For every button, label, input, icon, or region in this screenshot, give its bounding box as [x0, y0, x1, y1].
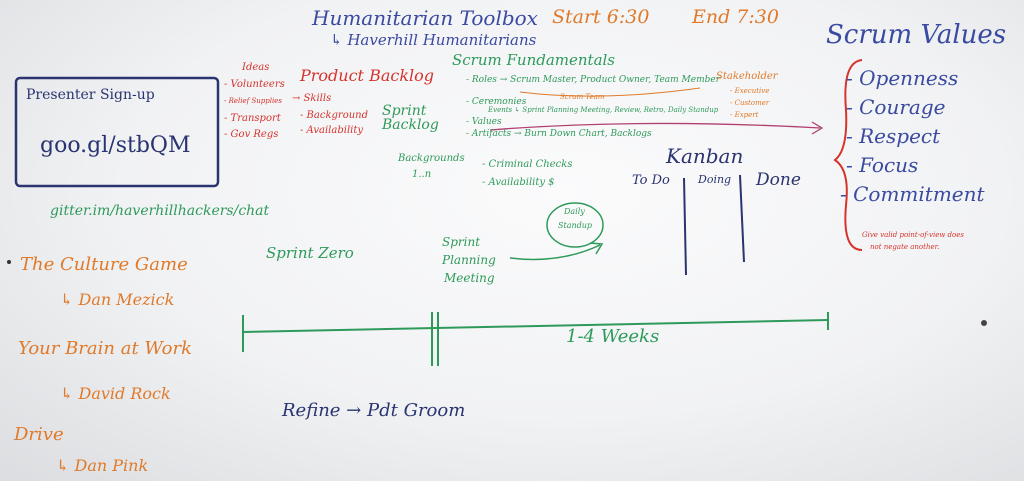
- ideas-item: - Relief Supplies: [224, 97, 282, 105]
- end-time: End 7:30: [692, 6, 779, 28]
- ideas-item: - Volunteers: [224, 79, 285, 90]
- board-title: Humanitarian Toolbox: [312, 6, 538, 30]
- backgrounds-range: 1..n: [412, 169, 432, 180]
- timeline-main: [242, 319, 829, 333]
- values-note: Give valid point-of-view does: [862, 231, 964, 239]
- ideas-item: - Transport: [224, 113, 281, 124]
- scrum-value: - Commitment: [840, 182, 985, 206]
- scrum-value: - Courage: [846, 95, 946, 119]
- values-note: not negate another.: [870, 243, 940, 251]
- stakeholder-title: Stakeholder: [716, 71, 778, 82]
- book-title: The Culture Game: [20, 254, 188, 275]
- signup-box: [14, 76, 220, 188]
- book-author: ↳ Dan Mezick: [60, 290, 175, 309]
- kanban-divider-1: [683, 177, 687, 276]
- backlog-item: → Skills: [292, 93, 332, 104]
- sprint-length-label: 1-4 Weeks: [566, 326, 660, 347]
- scrum-values-brace: [833, 59, 863, 251]
- standup-circle: [546, 202, 604, 248]
- backgrounds-label: Backgrounds: [398, 153, 465, 164]
- planning-label: Planning: [442, 253, 496, 267]
- kanban-divider-2: [739, 174, 745, 263]
- kanban-column: Doing: [698, 173, 732, 186]
- kanban-column: Done: [756, 170, 801, 190]
- product-backlog-title: Product Backlog: [300, 66, 435, 85]
- scrum-fundamentals-title: Scrum Fundamentals: [452, 51, 616, 69]
- signup-link: goo.gl/stbQM: [40, 133, 191, 158]
- chat-link: gitter.im/haverhillhackers/chat: [50, 203, 270, 219]
- sprint-zero-label: Sprint Zero: [266, 244, 354, 262]
- scrum-roles: - Roles → Scrum Master, Product Owner, T…: [466, 75, 721, 85]
- book-title: Drive: [14, 424, 64, 445]
- sprint-backlog: Sprint Backlog: [382, 103, 439, 133]
- book-author: ↳ Dan Pink: [56, 456, 149, 475]
- scrum-value: - Focus: [846, 153, 919, 177]
- planning-label: Meeting: [444, 271, 495, 285]
- backlog-item: - Background: [300, 110, 369, 121]
- standup-label: Daily: [564, 207, 585, 216]
- stakeholder-item: - Customer: [730, 99, 770, 107]
- scrum-team-label: Scrum Team: [560, 93, 605, 101]
- board-subtitle: ↳ Haverhill Humanitarians: [330, 31, 537, 49]
- ideas-item: - Gov Regs: [224, 129, 279, 140]
- scrum-events: Events ↳ Sprint Planning Meeting, Review…: [488, 106, 719, 114]
- scrum-value: - Openness: [846, 66, 959, 90]
- criminal-checks: - Criminal Checks: [482, 159, 573, 170]
- book-title: Your Brain at Work: [18, 338, 193, 359]
- planning-label: Sprint: [442, 235, 481, 249]
- scrum-value: - Respect: [846, 124, 941, 148]
- kanban-title: Kanban: [666, 144, 744, 168]
- availability-check: - Availability $: [482, 177, 555, 188]
- scrum-values-title: Scrum Values: [826, 20, 1007, 50]
- refine-label: Refine → Pdt Groom: [282, 400, 466, 421]
- scrum-values-link: - Values: [466, 117, 502, 127]
- kanban-column: To Do: [632, 173, 670, 188]
- scrum-artifacts: - Artifacts → Burn Down Chart, Backlogs: [466, 129, 652, 139]
- scrum-ceremonies: - Ceremonies: [466, 97, 527, 107]
- standup-label: Standup: [558, 221, 593, 230]
- ideas-heading: Ideas: [242, 62, 270, 73]
- signup-title: Presenter Sign-up: [26, 87, 155, 103]
- start-time: Start 6:30: [552, 6, 650, 28]
- scrum-team-arc: [519, 87, 701, 97]
- stakeholder-item: - Executive: [730, 87, 770, 95]
- stakeholder-item: - Expert: [730, 111, 759, 119]
- values-arrow: [489, 122, 821, 131]
- backlog-item: - Availability: [300, 125, 364, 136]
- book-author: ↳ David Rock: [60, 384, 171, 403]
